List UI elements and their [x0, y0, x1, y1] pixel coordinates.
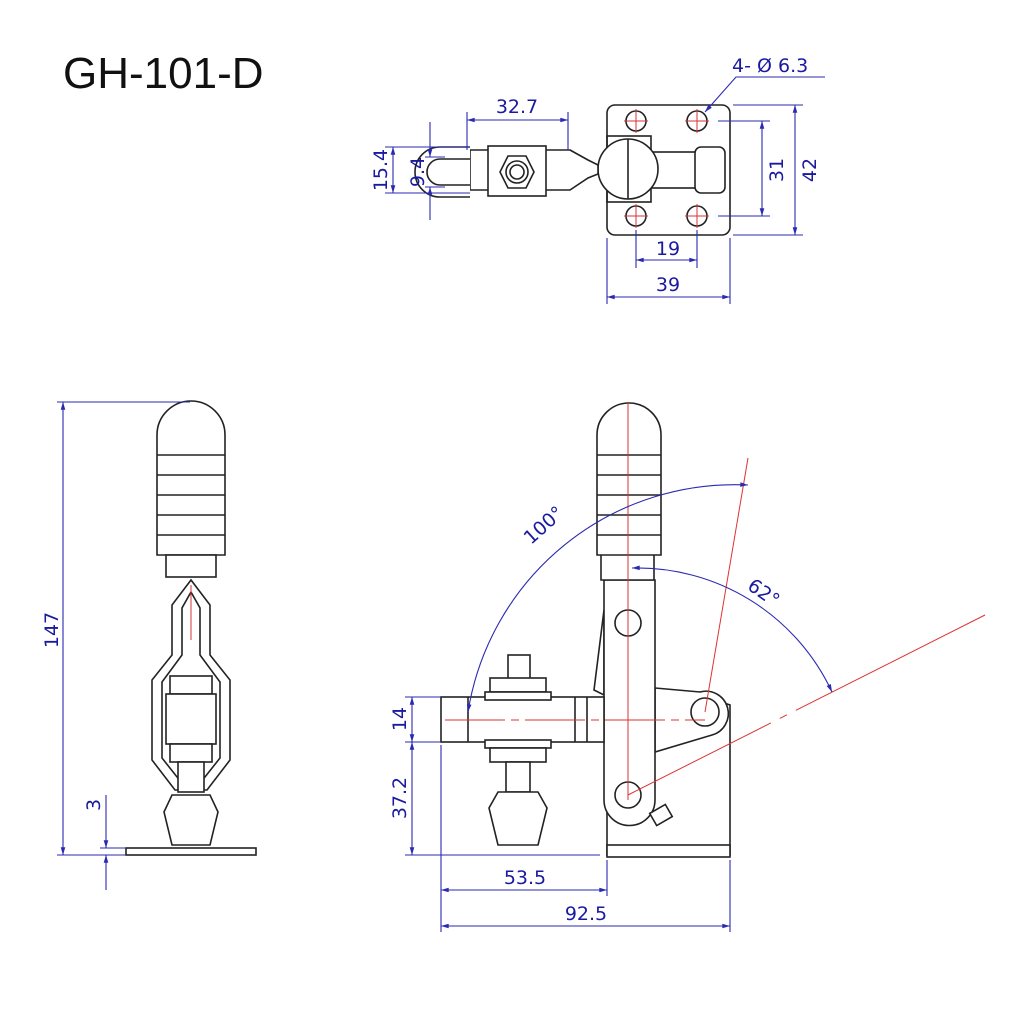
dim-base-thickness: 3 [83, 799, 105, 811]
dim-slot-outer: 15.4 [370, 149, 392, 191]
dim-slot-inner: 9.4 [407, 157, 429, 187]
base-plate-side [125, 847, 257, 856]
dim-reach: 53.5 [504, 867, 546, 889]
handle-grip-side [156, 400, 226, 556]
dim-spindle-height: 37.2 [389, 777, 411, 819]
dim-overall-height: 147 [41, 612, 63, 648]
pivot-top [694, 146, 726, 194]
dim-hole-callout: 4- Ø 6.3 [732, 55, 808, 77]
dim-overall-length: 92.5 [565, 903, 607, 925]
dim-open-angle: 100° [520, 502, 569, 549]
front-view: 100° 62° 14 37.2 53.5 92.5 [389, 402, 986, 932]
spindle-tip-side [163, 794, 219, 846]
top-view: 32.7 15.4 9.4 4- Ø 6.3 31 42 19 39 [370, 55, 825, 304]
dim-hole-spacing-y: 31 [766, 158, 788, 182]
dim-plate-width: 39 [656, 274, 680, 296]
handle-grip-front [596, 402, 662, 556]
spindle-tip-front [488, 791, 548, 846]
handle-collar-side [165, 554, 217, 578]
dim-hole-spacing-x: 19 [656, 238, 680, 260]
dim-slot-length: 32.7 [496, 96, 538, 118]
dim-release-angle: 62° [743, 574, 783, 611]
dim-plate-height: 42 [799, 158, 821, 182]
mounting-holes [624, 109, 709, 228]
model-title: GH-101-D [63, 49, 264, 98]
bolt-block-side [165, 693, 217, 745]
lower-nut [489, 747, 547, 763]
base-plate-front [606, 844, 731, 858]
dim-bar-height: 14 [389, 707, 411, 731]
upper-nut [489, 677, 547, 693]
side-view: 147 3 [41, 400, 257, 890]
